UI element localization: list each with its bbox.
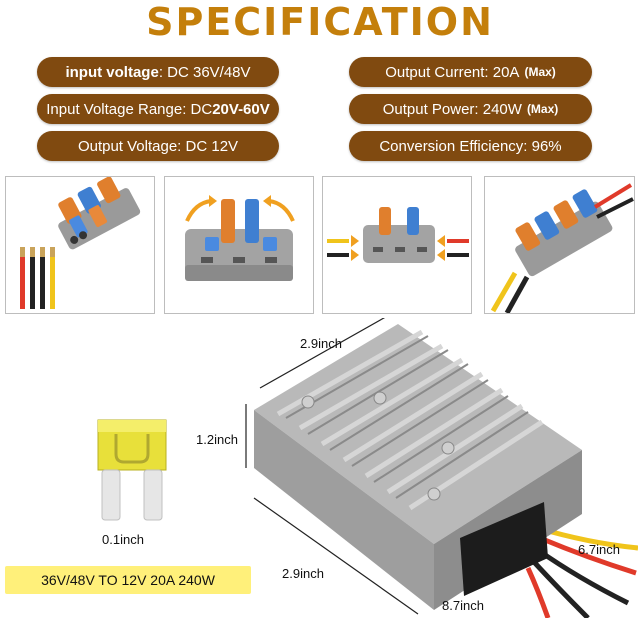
connector-photo-insert <box>322 176 472 314</box>
summary-banner: 36V/48V TO 12V 20A 240W <box>5 566 251 594</box>
spec-input-range-label: Input Voltage Range: DC <box>46 100 213 118</box>
connector-wires-icon <box>20 177 141 309</box>
spec-output-power-max: (Max) <box>526 102 559 116</box>
spec-output-power-text: Output Power: 240W <box>382 100 522 118</box>
top-length-label: 2.9inch <box>300 336 342 351</box>
connector-photo-connected <box>484 176 635 314</box>
spec-input-voltage: input voltage: DC 36V/48V <box>37 57 279 87</box>
spec-input-range: Input Voltage Range: DC 20V-60V <box>37 94 279 124</box>
spec-efficiency: Conversion Efficiency: 96% <box>349 131 592 161</box>
connector-insert-icon <box>327 207 469 263</box>
converter-module-icon <box>245 318 638 618</box>
spec-input-voltage-value: : DC 36V/48V <box>158 63 251 81</box>
connector-photo-wires <box>5 176 155 314</box>
wire-short-label: 6.7inch <box>578 542 620 557</box>
page-title: SPECIFICATION <box>146 0 494 44</box>
fuse-width-label: 0.1inch <box>102 532 144 547</box>
spec-input-voltage-label: input voltage <box>65 63 159 81</box>
spec-output-voltage-text: Output Voltage: DC 12V <box>77 137 239 155</box>
spec-input-range-value: 20V-60V <box>212 100 270 118</box>
spec-output-power: Output Power: 240W (Max) <box>349 94 592 124</box>
spec-output-current: Output Current: 20A (Max) <box>349 57 592 87</box>
spec-output-voltage: Output Voltage: DC 12V <box>37 131 279 161</box>
height-label: 1.2inch <box>196 432 238 447</box>
wire-long-label: 8.7inch <box>442 598 484 613</box>
connector-photo-open <box>164 176 314 314</box>
connector-open-icon <box>185 195 295 281</box>
connector-connected-icon <box>490 183 634 313</box>
spec-efficiency-text: Conversion Efficiency: 96% <box>379 137 562 155</box>
spec-output-current-text: Output Current: 20A <box>385 63 520 81</box>
fuse-icon <box>97 419 167 521</box>
bottom-length-label: 2.9inch <box>282 566 324 581</box>
spec-output-current-max: (Max) <box>524 65 556 79</box>
